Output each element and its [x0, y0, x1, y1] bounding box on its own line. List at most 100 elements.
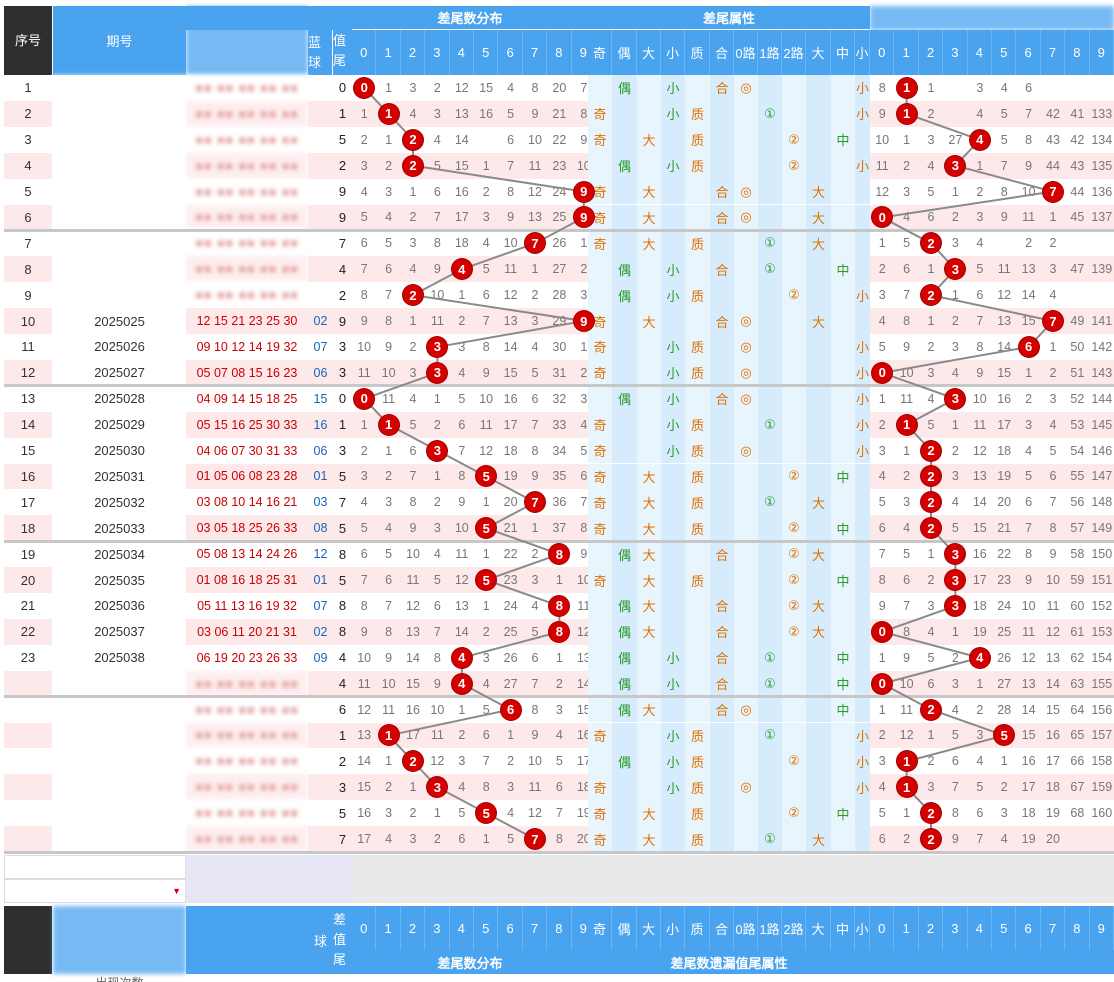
miss-value: 5 [894, 541, 919, 568]
miss-value: 12 [894, 722, 919, 749]
miss-value: 20 [992, 489, 1017, 516]
dist-miss-value: 30 [547, 334, 572, 360]
attr-value: ◎ [734, 696, 758, 723]
attr-value: 大 [637, 230, 661, 257]
miss-value [1040, 75, 1066, 101]
attr-value: 质 [685, 230, 710, 257]
dist-miss-value: 11 [522, 774, 548, 801]
dist-miss-value: 6 [522, 644, 548, 671]
row-period [53, 100, 186, 127]
dist-miss-value: 7 [474, 748, 499, 775]
dist-miss-value: 3 [400, 75, 426, 101]
attr-value: ② [782, 515, 806, 542]
dist-miss-value: 9 [352, 618, 377, 645]
attr-value [734, 670, 758, 697]
miss-value: 10 [1016, 593, 1041, 619]
attr-value: 偶 [612, 670, 637, 697]
attr-value [782, 774, 806, 801]
row-red-balls: ■■ ■■ ■■ ■■ ■■ [186, 126, 308, 153]
dist-miss-value: 21 [547, 100, 572, 127]
miss-value: 9 [1016, 152, 1041, 179]
attr-value: ① [758, 644, 782, 671]
dist-miss-value: 7 [376, 282, 401, 309]
header-dist-digit: 7 [522, 30, 548, 75]
dist-miss-value: 4 [449, 359, 474, 386]
row-tail: 5 [333, 567, 352, 593]
miss-value: 11 [1016, 618, 1041, 645]
miss-value: 2 [943, 204, 968, 231]
attr-value: 大 [637, 463, 661, 490]
row-seq: 14 [4, 411, 52, 438]
miss-value [943, 75, 968, 101]
attr-value [806, 515, 831, 542]
miss-ball: 0 [872, 621, 893, 642]
dist-miss-value: 2 [352, 437, 377, 464]
dist-miss-value: 6 [522, 385, 548, 412]
attr-value: ① [758, 411, 782, 438]
miss-value: 3 [870, 282, 895, 309]
miss-value: 4 [967, 230, 992, 257]
row-red-balls: ■■ ■■ ■■ ■■ ■■ [186, 75, 308, 101]
miss-value: 135 [1089, 152, 1114, 179]
miss-value: 1 [992, 748, 1017, 775]
dist-miss-value: 1 [425, 385, 450, 412]
row-seq: 8 [4, 256, 52, 283]
attr-value [612, 800, 637, 827]
miss-value: 3 [894, 489, 919, 516]
row-blue-ball: 09 [308, 644, 333, 671]
dist-miss-value: 9 [449, 489, 474, 516]
attr-value: 小 [855, 100, 870, 127]
attr-value [588, 541, 612, 568]
miss-ball: 2 [921, 829, 941, 850]
dist-miss-value: 8 [400, 489, 426, 516]
attr-value [637, 722, 661, 749]
row-seq: 7 [4, 230, 52, 257]
attr-value [855, 256, 870, 283]
miss-value: 1 [1016, 359, 1041, 386]
miss-value: 41 [1065, 100, 1090, 127]
row-seq [4, 670, 52, 697]
attr-value [855, 308, 870, 334]
attr-value: ② [782, 463, 806, 490]
attr-value: 质 [685, 774, 710, 801]
miss-value: 5 [967, 774, 992, 801]
row-seq [4, 800, 52, 827]
attr-value [758, 334, 782, 360]
attr-value [710, 463, 734, 490]
dist-miss-value: 35 [547, 463, 572, 490]
row-period [53, 800, 186, 827]
dist-miss-value: 1 [474, 593, 499, 619]
miss-value [1065, 282, 1090, 309]
miss-value: 44 [1040, 152, 1066, 179]
attr-value: ① [758, 256, 782, 283]
row-red-balls: 03 08 10 14 16 21 [186, 489, 308, 516]
header-dist-digit: 5 [474, 30, 499, 75]
attr-value: 大 [806, 541, 831, 568]
miss-value: 143 [1089, 359, 1114, 386]
attr-value [710, 334, 734, 360]
miss-value: 1 [870, 644, 895, 671]
attr-value [637, 644, 661, 671]
dist-miss-value: 1 [376, 75, 401, 101]
dist-miss-value: 8 [474, 774, 499, 801]
attr-value: 小 [661, 359, 685, 386]
attr-value: 小 [661, 256, 685, 283]
miss-value: 5 [1016, 463, 1041, 490]
miss-value: 27 [943, 126, 968, 153]
dist-miss-value: 2 [376, 774, 401, 801]
miss-value: 3 [870, 437, 895, 464]
dist-miss-value: 10 [449, 515, 474, 542]
attr-value [734, 100, 758, 127]
miss-value: 7 [894, 282, 919, 309]
attr-value [806, 282, 831, 309]
dist-miss-value: 5 [547, 748, 572, 775]
attr-value [831, 541, 855, 568]
attr-value: 偶 [612, 152, 637, 179]
dist-miss-value: 24 [498, 593, 523, 619]
miss-value: 4 [1016, 437, 1041, 464]
attr-value: 大 [637, 618, 661, 645]
attr-value [685, 178, 710, 205]
attr-value: 合 [710, 385, 734, 412]
row-tail: 4 [333, 256, 352, 283]
